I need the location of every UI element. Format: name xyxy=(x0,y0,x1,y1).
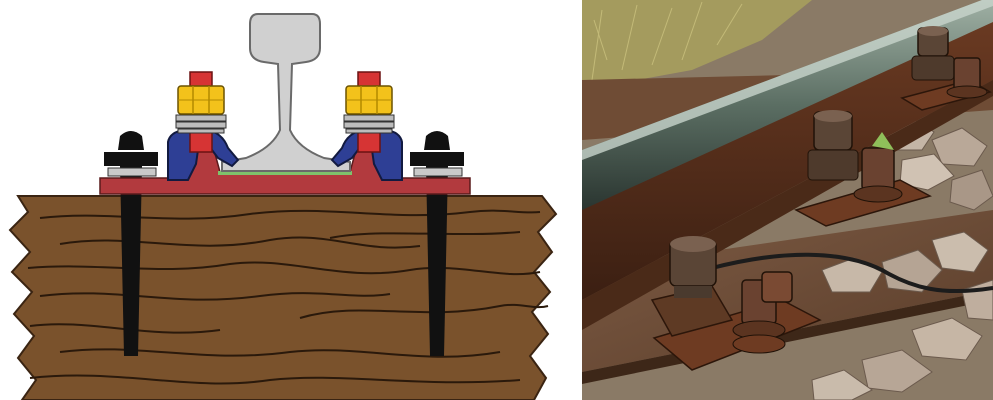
spike-washer-right xyxy=(414,168,462,176)
fastening-diagram xyxy=(0,0,565,400)
diagram-svg xyxy=(0,0,565,400)
nut-left xyxy=(178,86,224,114)
photo-svg xyxy=(582,0,993,400)
spike-washer-left xyxy=(108,168,156,176)
wooden-sleeper xyxy=(10,196,556,400)
rail xyxy=(222,14,350,171)
washer-stack-right xyxy=(344,115,394,133)
washer-stack-left xyxy=(176,115,226,133)
fastening-photo xyxy=(582,0,993,400)
nut-right xyxy=(346,86,392,114)
